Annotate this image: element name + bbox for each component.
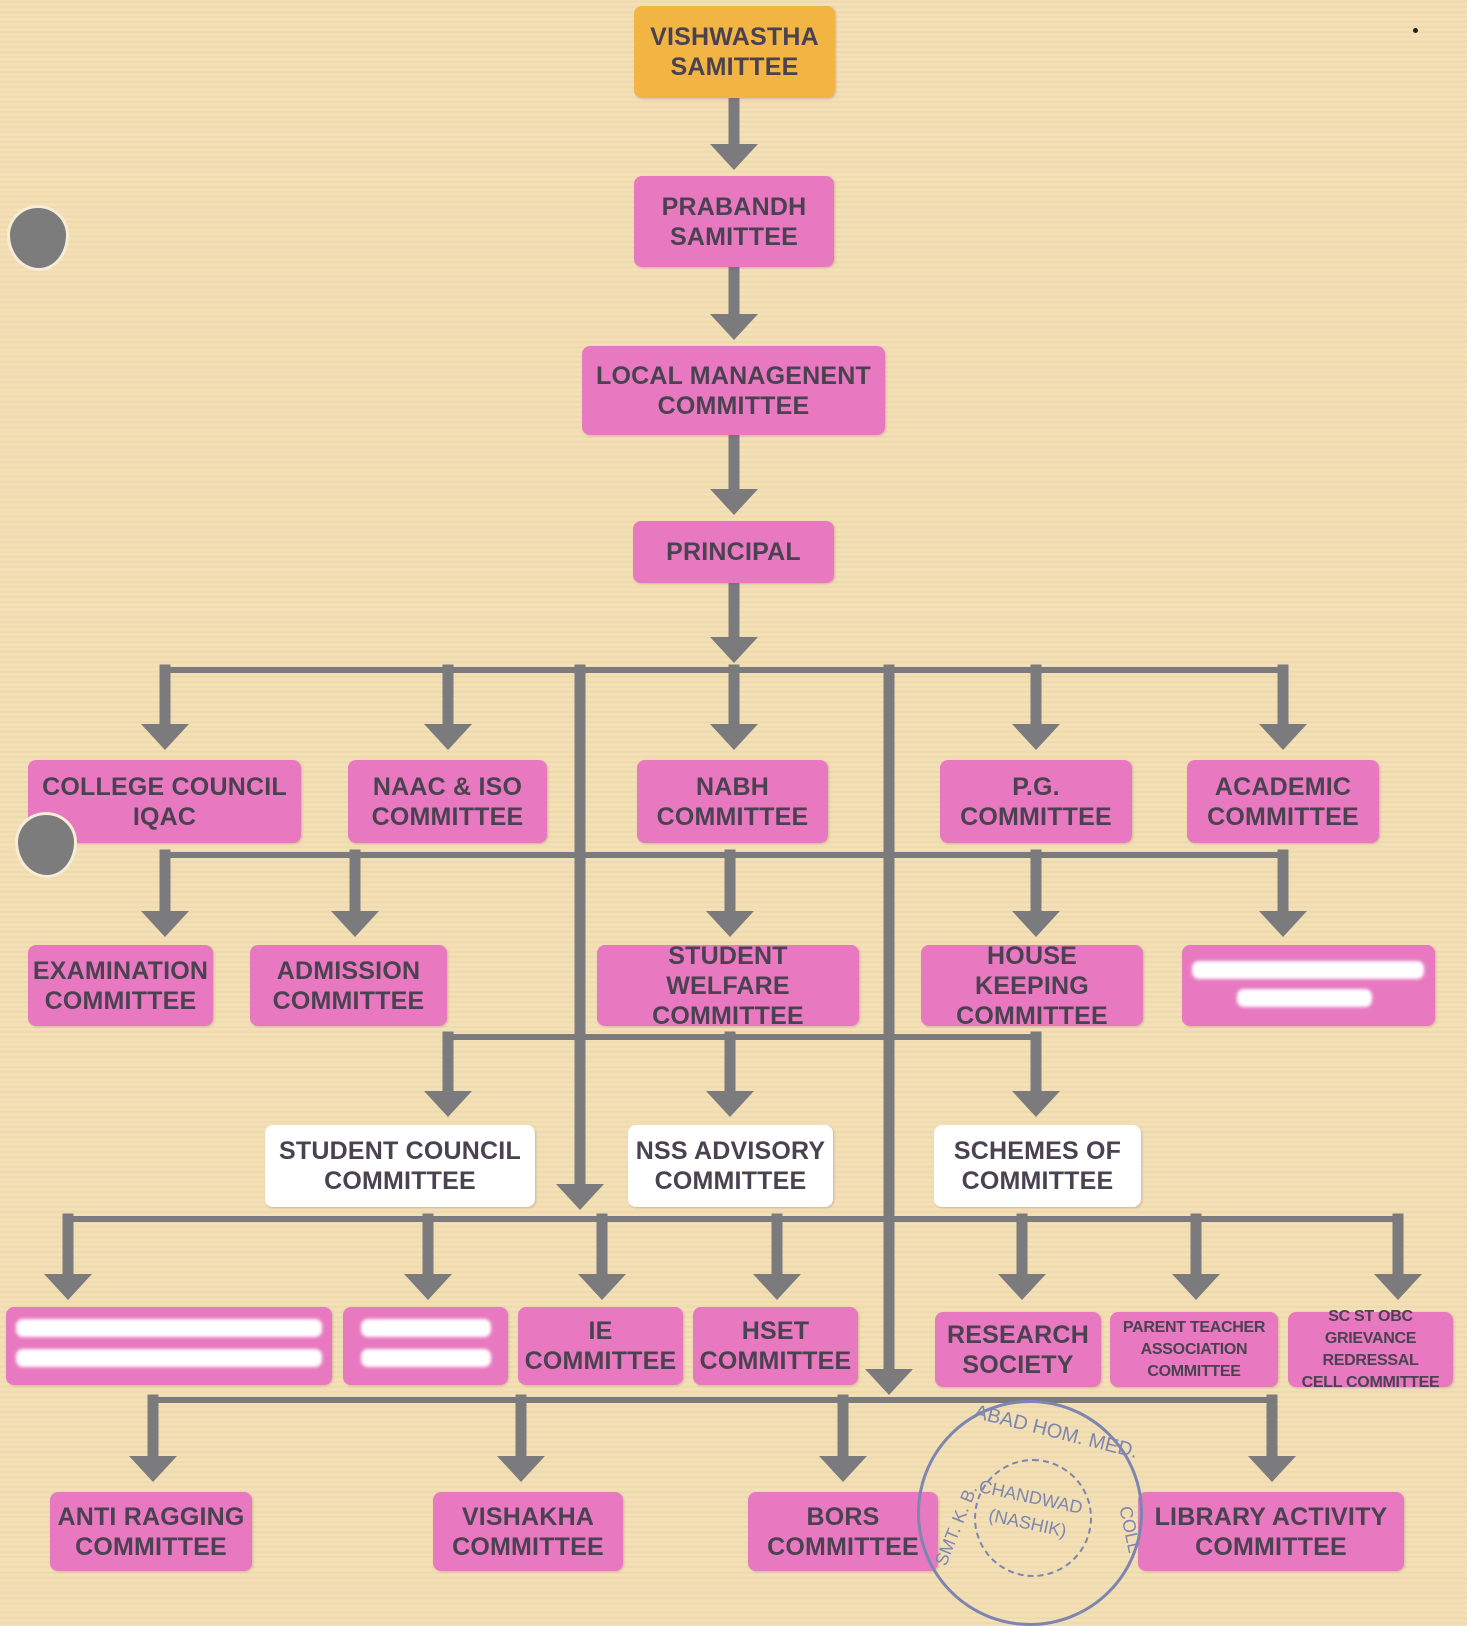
arrowhead xyxy=(497,1456,545,1482)
prabandh-samittee-label: PRABANDH SAMITTEE xyxy=(661,192,807,251)
redaction-mark xyxy=(16,1319,322,1337)
student-council-committee-box: STUDENT COUNCIL COMMITTEE xyxy=(265,1125,535,1207)
examination-committee-box: EXAMINATION COMMITTEE xyxy=(28,945,213,1026)
anti-ragging-committee-box: ANTI RAGGING COMMITTEE xyxy=(50,1492,252,1571)
arrowhead xyxy=(710,724,758,750)
arrowhead xyxy=(1012,1091,1060,1117)
principal-label: PRINCIPAL xyxy=(666,538,801,566)
arrowhead xyxy=(404,1274,452,1300)
sc-st-obc-grievance-cell-box: SC ST OBC GRIEVANCE REDRESSAL CELL COMMI… xyxy=(1288,1308,1453,1391)
student-council-committee-label: STUDENT COUNCIL COMMITTEE xyxy=(279,1137,521,1195)
vishakha-committee-label: VISHAKHA COMMITTEE xyxy=(452,1502,604,1561)
arrowhead xyxy=(578,1274,626,1300)
house-keeping-committee-label: HOUSE KEEPING COMMITTEE xyxy=(956,941,1108,1030)
hset-committee-label: HSET COMMITTEE xyxy=(699,1317,852,1375)
punch-hole xyxy=(10,208,66,268)
arrowhead xyxy=(1012,724,1060,750)
admission-committee-box: ADMISSION COMMITTEE xyxy=(250,945,447,1026)
research-society-label: RESEARCH SOCIETY xyxy=(947,1320,1089,1379)
arrowhead xyxy=(710,637,758,663)
hset-committee-box: HSET COMMITTEE xyxy=(693,1307,858,1385)
arrowhead xyxy=(141,911,189,937)
parent-teacher-association-committee-label: PARENT TEACHER ASSOCIATION COMMITTEE xyxy=(1122,1318,1266,1380)
connector-lines xyxy=(44,92,1422,1482)
ie-committee-label: IE COMMITTEE xyxy=(524,1317,677,1375)
arrowhead xyxy=(331,911,379,937)
arrowhead xyxy=(1012,911,1060,937)
house-keeping-committee-box: HOUSE KEEPING COMMITTEE xyxy=(921,942,1143,1030)
arrowhead xyxy=(710,314,758,340)
redaction-mark xyxy=(361,1319,491,1337)
vishwastha-samittee-box: VISHWASTHA SAMITTEE xyxy=(634,6,835,98)
arrowhead xyxy=(710,489,758,515)
research-society-box: RESEARCH SOCIETY xyxy=(935,1312,1101,1387)
arrowhead xyxy=(706,911,754,937)
redaction-mark xyxy=(1192,961,1424,979)
arrowhead xyxy=(819,1456,867,1482)
arrowhead xyxy=(44,1274,92,1300)
naac-iso-committee-label: NAAC & ISO COMMITTEE xyxy=(371,772,524,831)
arrowhead xyxy=(1374,1274,1422,1300)
schemes-of-committee-label: SCHEMES OF COMMITTEE xyxy=(953,1137,1122,1195)
arrowhead xyxy=(1259,911,1307,937)
library-activity-committee-box: LIBRARY ACTIVITY COMMITTEE xyxy=(1138,1492,1404,1571)
prabandh-samittee-box: PRABANDH SAMITTEE xyxy=(634,176,834,267)
local-management-committee-label: LOCAL MANAGENENT COMMITTEE xyxy=(596,361,871,420)
academic-committee-label: ACADEMIC COMMITTEE xyxy=(1207,772,1359,831)
student-welfare-committee-label: STUDENT WELFARE COMMITTEE xyxy=(652,941,804,1030)
redaction-mark xyxy=(361,1349,491,1367)
library-activity-committee-label: LIBRARY ACTIVITY COMMITTEE xyxy=(1154,1502,1388,1561)
pg-committee-label: P.G. COMMITTEE xyxy=(960,772,1112,831)
college-council-iqac-box: COLLEGE COUNCIL IQAC xyxy=(28,760,301,843)
arrowhead xyxy=(753,1274,801,1300)
redacted-committee-box-2 xyxy=(6,1307,332,1385)
arrowhead xyxy=(1259,724,1307,750)
vishwastha-samittee-label: VISHWASTHA SAMITTEE xyxy=(650,23,819,81)
anti-ragging-committee-label: ANTI RAGGING COMMITTEE xyxy=(57,1502,245,1561)
naac-iso-committee-box: NAAC & ISO COMMITTEE xyxy=(348,760,547,843)
student-welfare-committee-box: STUDENT WELFARE COMMITTEE xyxy=(597,942,859,1030)
arrowhead xyxy=(1172,1274,1220,1300)
admission-committee-label: ADMISSION COMMITTEE xyxy=(272,956,425,1015)
nabh-committee-label: NABH COMMITTEE xyxy=(656,772,809,831)
nss-advisory-committee-label: NSS ADVISORY COMMITTEE xyxy=(635,1137,826,1195)
local-management-committee-box: LOCAL MANAGENENT COMMITTEE xyxy=(582,346,885,435)
nss-advisory-committee-box: NSS ADVISORY COMMITTEE xyxy=(628,1125,833,1207)
arrowhead xyxy=(424,724,472,750)
arrowhead xyxy=(424,1091,472,1117)
arrowhead xyxy=(556,1184,604,1210)
stamp-text-right: COLL xyxy=(1115,1504,1145,1555)
pg-committee-box: P.G. COMMITTEE xyxy=(940,760,1132,843)
speck xyxy=(1413,28,1418,33)
redaction-mark xyxy=(1237,989,1372,1007)
arrowhead xyxy=(129,1456,177,1482)
arrowhead xyxy=(141,724,189,750)
college-council-iqac-label: COLLEGE COUNCIL IQAC xyxy=(42,772,287,831)
redacted-committee-box-1 xyxy=(1182,945,1435,1026)
principal-box: PRINCIPAL xyxy=(633,521,834,583)
ie-committee-box: IE COMMITTEE xyxy=(518,1307,683,1385)
sc-st-obc-grievance-cell-label: SC ST OBC GRIEVANCE REDRESSAL CELL COMMI… xyxy=(1301,1307,1440,1391)
bors-committee-box: BORS COMMITTEE xyxy=(748,1492,938,1571)
academic-committee-box: ACADEMIC COMMITTEE xyxy=(1187,760,1379,843)
punch-hole xyxy=(18,815,74,875)
schemes-of-committee-box: SCHEMES OF COMMITTEE xyxy=(934,1125,1141,1207)
arrowhead xyxy=(710,144,758,170)
arrowhead xyxy=(998,1274,1046,1300)
parent-teacher-association-committee-box: PARENT TEACHER ASSOCIATION COMMITTEE xyxy=(1110,1312,1278,1387)
college-stamp: ABAD HOM. MED. SMT. K. B. COLL CHANDWAD … xyxy=(917,1400,1145,1626)
examination-committee-label: EXAMINATION COMMITTEE xyxy=(32,956,209,1015)
nabh-committee-box: NABH COMMITTEE xyxy=(637,760,828,843)
arrowhead xyxy=(1248,1456,1296,1482)
arrowhead xyxy=(706,1091,754,1117)
bors-committee-label: BORS COMMITTEE xyxy=(767,1502,919,1561)
redaction-mark xyxy=(16,1349,322,1367)
redacted-committee-box-3 xyxy=(343,1307,508,1385)
arrowhead xyxy=(865,1369,913,1395)
vishakha-committee-box: VISHAKHA COMMITTEE xyxy=(433,1492,623,1571)
